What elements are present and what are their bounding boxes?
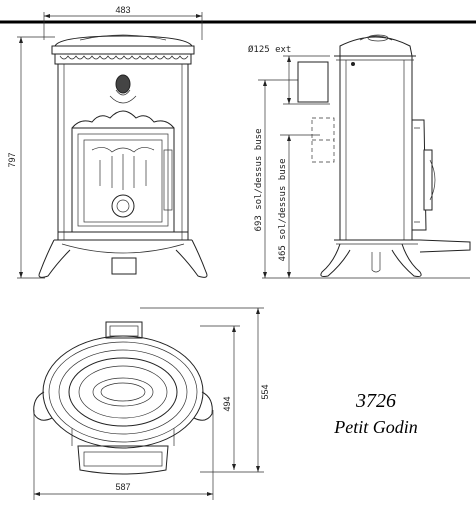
dim-height-total: 797 <box>7 152 17 167</box>
dim-base-width: 587 <box>115 482 130 492</box>
dim-top-width: 483 <box>115 5 130 15</box>
model-name: Petit Godin <box>333 417 418 437</box>
dim-flue-height-bottom: 465 sol/dessus buse <box>278 159 288 262</box>
front-ornament <box>109 74 137 104</box>
dim-depth-total: 554 <box>260 384 270 399</box>
base-width-dimension: 587 <box>33 410 214 500</box>
dim-depth-body: 494 <box>222 396 232 411</box>
front-height-dimension: 797 <box>7 36 55 279</box>
dim-flue-diameter: Ø125 ext <box>248 44 291 55</box>
front-width-dimension: 483 <box>43 5 203 40</box>
side-view: Ø125 ext 693 sol/dessus buse 465 sol/des… <box>248 34 471 279</box>
dim-flue-height-top: 693 sol/dessus buse <box>254 129 264 232</box>
depth-total-dimension: 554 <box>140 307 270 473</box>
model-number: 3726 <box>355 390 396 412</box>
top-view: 554 494 587 <box>33 307 270 500</box>
front-view: 483 797 <box>7 5 208 279</box>
flue-height-top-dimension: 693 sol/dessus buse <box>254 79 300 278</box>
depth-body-dimension: 494 <box>200 325 240 470</box>
flue-height-bottom-dimension: 465 sol/dessus buse <box>278 134 320 278</box>
